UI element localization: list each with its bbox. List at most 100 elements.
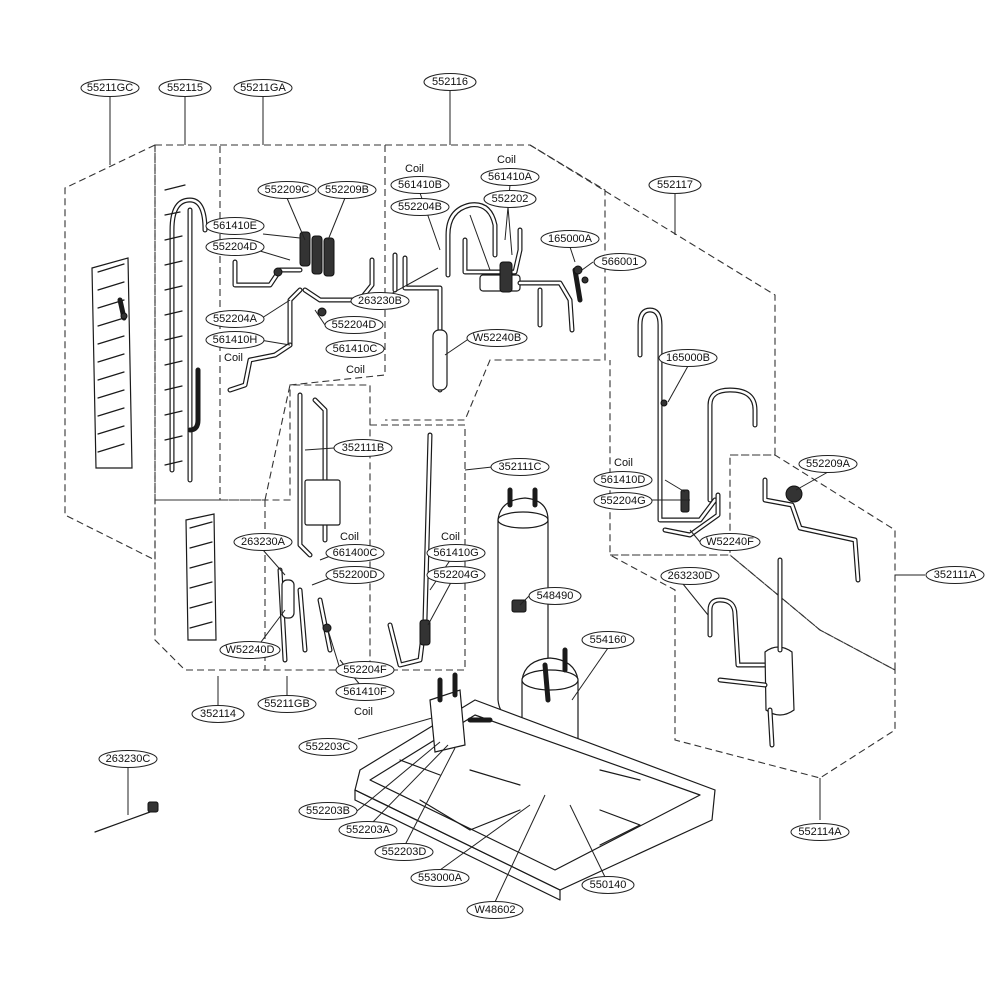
callout-text: 552115 [167, 82, 203, 94]
service-valves-552203 [429, 672, 493, 753]
callout-text: 352111B [342, 442, 384, 454]
callout-text: 55211GB [264, 698, 310, 710]
coil-label-561410H: Coil [224, 352, 243, 364]
callout-552114A[interactable]: 552114A [790, 823, 850, 841]
callout-263230D[interactable]: 263230D [660, 567, 720, 585]
coil-label-561410B: Coil [405, 163, 424, 175]
callout-text: W52240B [473, 332, 521, 344]
callout-352111B[interactable]: 352111B [333, 439, 393, 457]
group-outline-55211GA [220, 144, 386, 501]
callout-552115[interactable]: 552115 [158, 79, 212, 97]
callout-text: 263230B [358, 295, 402, 307]
coil-label-561410D: Coil [614, 457, 633, 469]
callout-text: 352111C [498, 461, 541, 473]
callout-352111C[interactable]: 352111C [490, 458, 550, 476]
callout-561410C[interactable]: 561410C [325, 340, 385, 358]
callout-165000A[interactable]: 165000A [540, 230, 600, 248]
callout-55211GC[interactable]: 55211GC [80, 79, 140, 97]
callout-text: 561410C [333, 343, 378, 355]
callout-552204G-lower[interactable]: 552204G [426, 566, 486, 584]
callout-561410B[interactable]: 561410B [390, 176, 450, 194]
callout-55211GA[interactable]: 55211GA [233, 79, 293, 97]
callout-text: 550140 [590, 879, 627, 891]
callout-text: 552204B [398, 201, 442, 213]
assembly-group-outlines [64, 144, 896, 779]
callout-text: 552204A [213, 313, 258, 325]
callout-552117[interactable]: 552117 [648, 176, 702, 194]
group-outline-352111C [370, 424, 466, 671]
callout-552202[interactable]: 552202 [483, 190, 537, 208]
callout-552204D-mid[interactable]: 552204D [324, 316, 384, 334]
callout-561410F[interactable]: 561410F [335, 683, 395, 701]
callout-W48602[interactable]: W48602 [466, 901, 524, 919]
callout-552204D-top[interactable]: 552204D [205, 238, 265, 256]
callout-552203D[interactable]: 552203D [374, 843, 434, 861]
callout-566001[interactable]: 566001 [593, 253, 647, 271]
callout-text: 552114A [798, 826, 842, 838]
callout-text: 352114 [200, 708, 236, 720]
callout-text: W52240D [226, 644, 275, 656]
callout-552203C[interactable]: 552203C [298, 738, 358, 756]
callout-text: 552204D [213, 241, 258, 253]
callout-553000A[interactable]: 553000A [410, 869, 470, 887]
callout-561410H[interactable]: 561410H [205, 331, 265, 349]
group-outline-352114 [154, 499, 266, 671]
callout-text: 553000A [418, 872, 463, 884]
callout-552204G[interactable]: 552204G [593, 492, 653, 510]
temperature-sensor-263230C [94, 801, 159, 833]
callout-text: 552209C [265, 184, 310, 196]
group-outline-552114A [609, 554, 896, 779]
callout-text: 552202 [492, 193, 529, 205]
callout-352111A[interactable]: 352111A [925, 566, 985, 584]
callout-text: 552209A [806, 458, 851, 470]
valve-assembly-552209A [762, 477, 861, 583]
callout-263230C[interactable]: 263230C [98, 750, 158, 768]
small-heat-exchanger-352114 [185, 513, 217, 641]
callout-561410A[interactable]: 561410A [480, 168, 540, 186]
callout-552209A[interactable]: 552209A [798, 455, 858, 473]
accumulator-piping-552114A [707, 557, 795, 748]
callout-55211GB[interactable]: 55211GB [257, 695, 317, 713]
callout-552204A[interactable]: 552204A [205, 310, 265, 328]
callout-552200D[interactable]: 552200D [325, 566, 385, 584]
callout-text: 561410E [213, 220, 257, 232]
callout-550140[interactable]: 550140 [581, 876, 635, 894]
callout-text: 552203B [306, 805, 350, 817]
callout-552209B[interactable]: 552209B [317, 181, 377, 199]
callout-352114[interactable]: 352114 [191, 705, 245, 723]
callout-165000B[interactable]: 165000B [658, 349, 718, 367]
callout-661400C[interactable]: 661400C [325, 544, 385, 562]
callout-561410D[interactable]: 561410D [593, 471, 653, 489]
callout-text: 352111A [934, 569, 977, 581]
callout-561410G[interactable]: 561410G [426, 544, 486, 562]
callout-text: 548490 [537, 590, 574, 602]
callout-W52240F[interactable]: W52240F [699, 533, 761, 551]
callout-text: 552116 [432, 76, 468, 88]
callout-552204F[interactable]: 552204F [335, 661, 395, 679]
callout-text: 55211GA [240, 82, 286, 94]
four-way-valve-piping-552116 [392, 202, 589, 393]
callout-text: 552209B [325, 184, 369, 196]
callout-text: 561410F [343, 686, 387, 698]
callout-text: 561410D [601, 474, 646, 486]
callout-text: 165000A [548, 233, 593, 245]
callout-552204B[interactable]: 552204B [390, 198, 450, 216]
callout-W52240B[interactable]: W52240B [466, 329, 528, 347]
callout-561410E[interactable]: 561410E [205, 217, 265, 235]
callout-text: W48602 [475, 904, 516, 916]
base-pan-553000A [354, 699, 716, 901]
callout-263230A[interactable]: 263230A [233, 533, 293, 551]
callout-text: 552203D [382, 846, 427, 858]
callout-552209C[interactable]: 552209C [257, 181, 317, 199]
callout-552203A[interactable]: 552203A [338, 821, 398, 839]
callout-263230B[interactable]: 263230B [350, 292, 410, 310]
coil-label-561410F: Coil [354, 706, 373, 718]
callout-text: 552203C [306, 741, 351, 753]
callout-554160[interactable]: 554160 [581, 631, 635, 649]
callout-text: 263230C [106, 753, 151, 765]
callout-552116[interactable]: 552116 [423, 73, 477, 91]
callout-W52240D[interactable]: W52240D [219, 641, 281, 659]
manifold-piping-552115 [164, 184, 208, 483]
callout-552203B[interactable]: 552203B [298, 802, 358, 820]
callout-548490[interactable]: 548490 [528, 587, 582, 605]
